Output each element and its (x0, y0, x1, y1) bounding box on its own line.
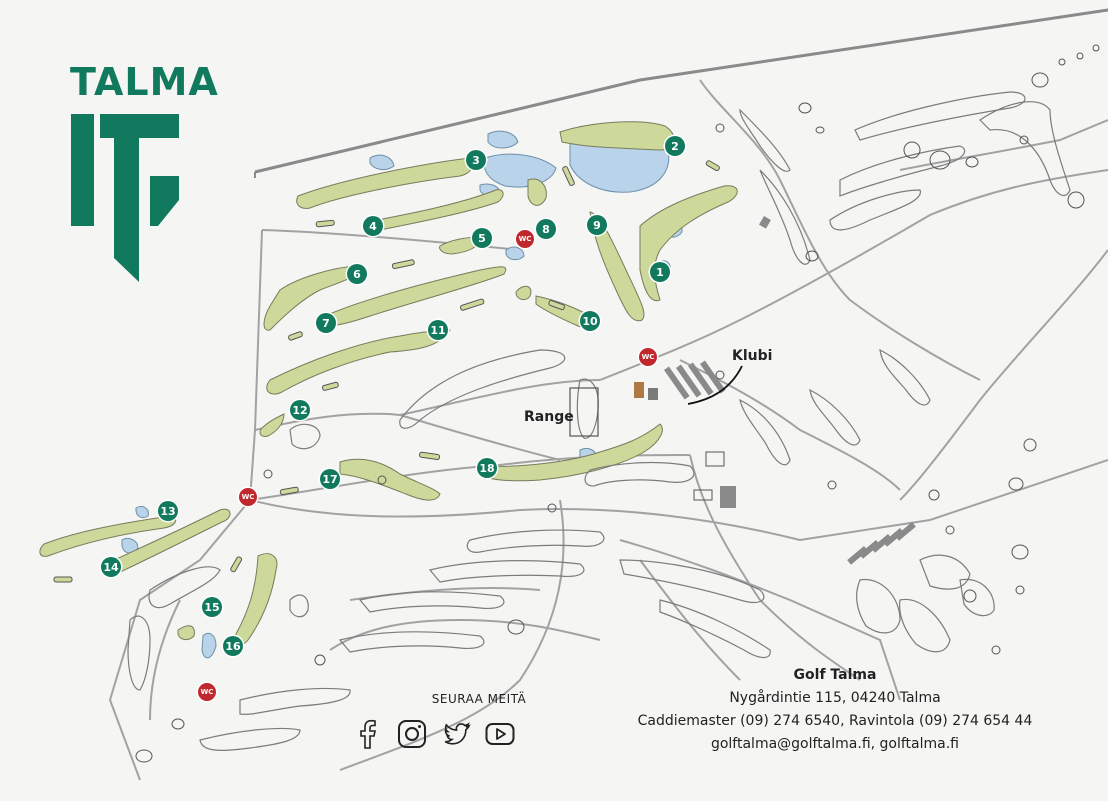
clubhouse-buildings (634, 216, 916, 565)
talma-tg-logo (71, 114, 179, 282)
facebook-icon[interactable] (352, 718, 384, 750)
restroom-marker-3: WC (239, 488, 257, 506)
restroom-marker-2: WC (639, 348, 657, 366)
restroom-marker-4: WC (198, 683, 216, 701)
driving-range (569, 387, 599, 437)
hole-marker-13: 13 (158, 501, 178, 521)
hole-marker-12: 12 (290, 400, 310, 420)
hole-marker-4: 4 (363, 216, 383, 236)
hole-marker-9: 9 (587, 215, 607, 235)
property-boundary (254, 8, 1108, 174)
road-network (108, 79, 1108, 781)
follow-heading: SEURAA MEITÄ (431, 692, 527, 706)
hole-marker-18: 18 (477, 458, 497, 478)
tees (53, 160, 720, 583)
club-name: Golf Talma (793, 667, 877, 683)
hole-marker-3: 3 (466, 150, 486, 170)
other-course-outlines (127, 91, 1071, 751)
brand-wordmark: TALMA (70, 60, 219, 104)
club-phones: Caddiemaster (09) 274 6540, Ravintola (0… (637, 713, 1033, 729)
range-label: Range (524, 409, 574, 425)
club-address: Nygårdintie 115, 04240 Talma (729, 690, 941, 706)
fairways (39, 121, 738, 646)
hole-marker-8: 8 (536, 219, 556, 239)
hole-marker-10: 10 (580, 311, 600, 331)
youtube-icon[interactable] (484, 718, 516, 750)
hole-marker-15: 15 (202, 597, 222, 617)
clubhouse-pointer (687, 365, 743, 405)
hole-marker-2: 2 (665, 136, 685, 156)
social-links (352, 718, 516, 750)
bunkers (135, 44, 1100, 763)
twitter-icon[interactable] (440, 718, 472, 750)
club-web[interactable]: golftalma@golftalma.fi, golftalma.fi (710, 736, 960, 752)
instagram-icon[interactable] (396, 718, 428, 750)
contact-info: Golf Talma Nygårdintie 115, 04240 Talma … (620, 664, 1050, 756)
hole-marker-16: 16 (223, 636, 243, 656)
hole-marker-17: 17 (320, 469, 340, 489)
restroom-marker-1: WC (516, 230, 534, 248)
hole-marker-6: 6 (347, 264, 367, 284)
hole-marker-7: 7 (316, 313, 336, 333)
hole-marker-11: 11 (428, 320, 448, 340)
hole-marker-5: 5 (472, 228, 492, 248)
hole-marker-1: 1 (650, 262, 670, 282)
clubhouse-label: Klubi (732, 348, 773, 364)
hole-marker-14: 14 (101, 557, 121, 577)
